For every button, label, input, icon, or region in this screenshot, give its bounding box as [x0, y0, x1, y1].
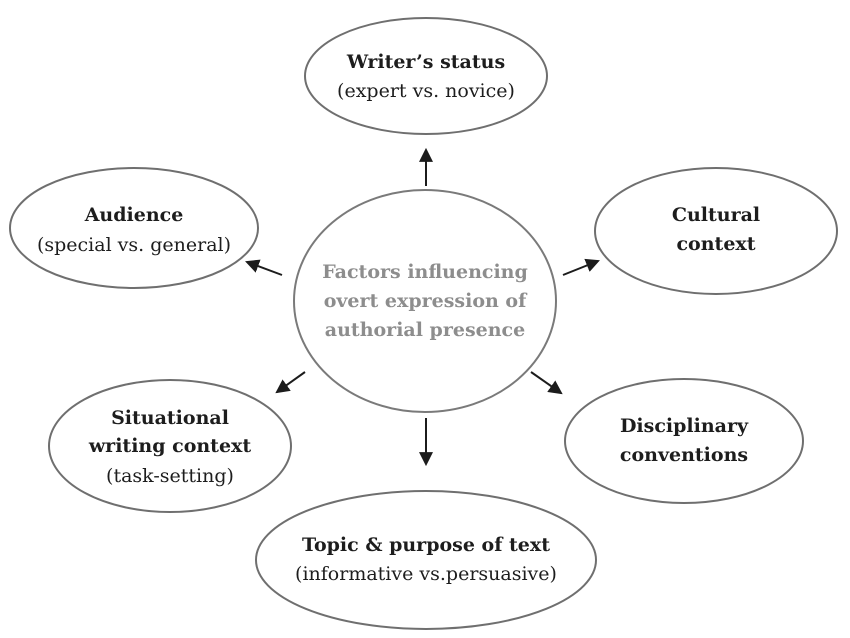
writers-status-title: Writer’s status	[346, 51, 505, 73]
topic-purpose-subtitle: (informative vs.persuasive)	[295, 563, 557, 585]
writers-status-node: Writer’s status (expert vs. novice)	[304, 17, 548, 135]
arrow-to-situational-writing-context	[275, 371, 306, 394]
cultural-context-title-line-1: Cultural	[672, 204, 760, 226]
cultural-context-title-line-2: context	[676, 233, 755, 255]
situational-writing-context-subtitle: (task-setting)	[106, 465, 234, 487]
topic-purpose-node: Topic & purpose of text (informative vs.…	[255, 490, 597, 630]
arrow-to-disciplinary-conventions	[530, 371, 563, 395]
center-ellipse	[293, 189, 557, 413]
cultural-context-ellipse	[594, 167, 838, 295]
situational-writing-context-title-line-2: writing context	[88, 435, 252, 457]
disciplinary-conventions-node: Disciplinary conventions	[564, 378, 804, 504]
audience-subtitle: (special vs. general)	[37, 234, 231, 256]
topic-purpose-title: Topic & purpose of text	[302, 534, 550, 556]
topic-purpose-ellipse	[255, 490, 597, 630]
audience-ellipse	[9, 167, 259, 289]
arrow-to-audience	[245, 259, 283, 276]
center-node: Factors influencing overt expression of …	[293, 189, 557, 413]
situational-writing-context-node: Situational writing context (task-settin…	[48, 379, 292, 513]
disciplinary-conventions-ellipse	[564, 378, 804, 504]
center-line-2: overt expression of	[324, 290, 528, 312]
situational-writing-context-ellipse	[48, 379, 292, 513]
cultural-context-node: Cultural context	[594, 167, 838, 295]
audience-node: Audience (special vs. general)	[9, 167, 259, 289]
audience-title: Audience	[84, 204, 184, 226]
center-line-3: authorial presence	[325, 319, 525, 341]
writers-status-subtitle: (expert vs. novice)	[337, 80, 515, 102]
disciplinary-conventions-title-line-2: conventions	[620, 444, 748, 466]
situational-writing-context-title-line-1: Situational	[111, 407, 229, 429]
writers-status-ellipse	[304, 17, 548, 135]
disciplinary-conventions-title-line-1: Disciplinary	[620, 415, 749, 437]
center-line-1: Factors influencing	[322, 261, 528, 283]
arrow-to-cultural-context	[562, 258, 600, 276]
